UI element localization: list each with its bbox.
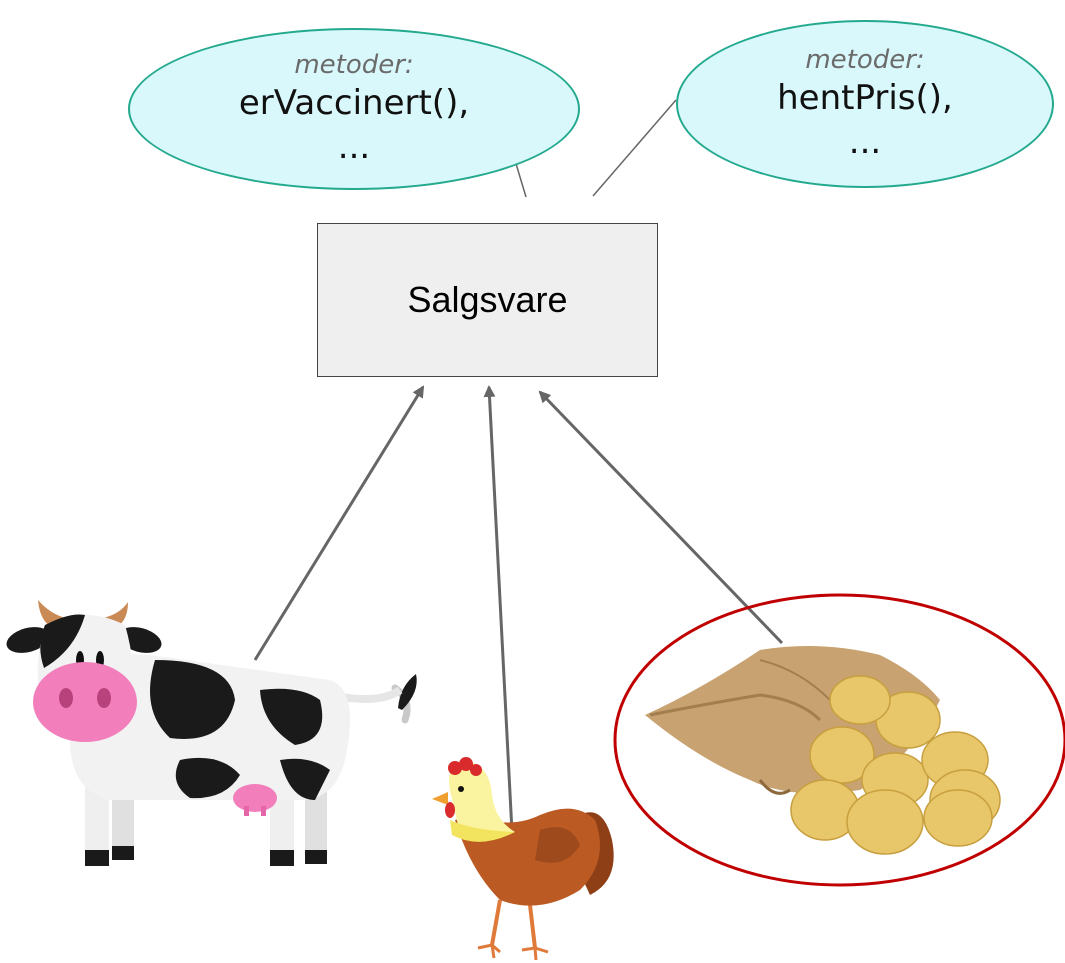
method-name: erVaccinert(),: [238, 83, 470, 123]
potato-sack-icon: [645, 646, 1001, 855]
cow-icon: [6, 600, 417, 866]
ellipsis: ...: [337, 127, 371, 167]
potato-arrow: [538, 390, 784, 645]
methods-bubble-left: metoder: erVaccinert(), ...: [128, 28, 580, 190]
methods-caption: metoder:: [805, 45, 925, 75]
cow-arrow: [253, 385, 425, 661]
chicken-icon: [432, 757, 614, 961]
right-bubble-connector: [592, 99, 677, 197]
methods-bubble-right: metoder: hentPris(), ...: [676, 20, 1054, 188]
method-name: hentPris(),: [777, 78, 953, 118]
ellipsis: ...: [848, 122, 882, 162]
class-label: Salgsvare: [407, 279, 568, 320]
chicken-arrow: [483, 385, 514, 833]
methods-caption: metoder:: [294, 50, 414, 80]
highlight-ring: [613, 593, 1065, 887]
class-box: Salgsvare: [317, 223, 658, 377]
